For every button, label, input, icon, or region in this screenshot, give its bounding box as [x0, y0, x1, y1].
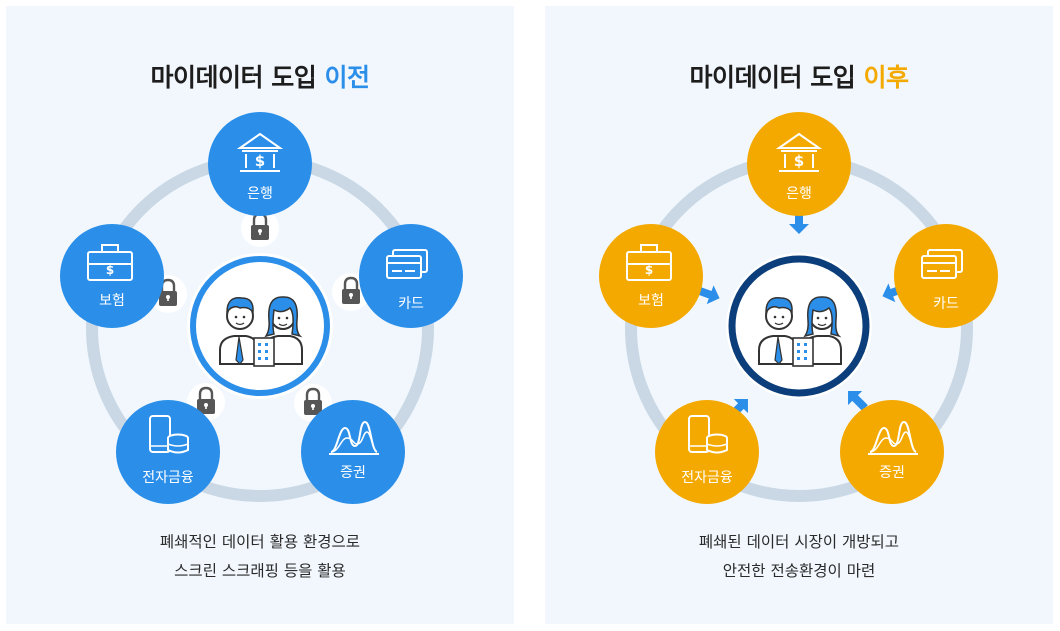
- after-diagram: $: [599, 112, 998, 504]
- after-title-text: 마이데이터 도입: [689, 63, 864, 92]
- node-label-securities: 증권: [340, 465, 366, 481]
- center-people: [187, 253, 333, 399]
- after-title-accent: 이후: [863, 63, 909, 92]
- before-title: 마이데이터 도입 이전: [6, 58, 514, 94]
- node-label-bank: 은행: [247, 186, 273, 202]
- before-caption-line-2: 스크린 스크래핑 등을 활용: [174, 562, 346, 580]
- node-label-card: 카드: [933, 296, 959, 312]
- node-label-securities: 증권: [879, 465, 905, 481]
- after-caption-line-1: 폐쇄된 데이터 시장이 개방되고: [698, 533, 900, 551]
- before-title-accent: 이전: [324, 63, 370, 92]
- after-panel: 마이데이터 도입 이후 $: [545, 6, 1053, 624]
- before-caption: 폐쇄적인 데이터 활용 환경으로 스크린 스크래핑 등을 활용: [6, 528, 514, 586]
- node-insurance: 보험: [60, 224, 164, 328]
- node-bank: 은행: [208, 112, 312, 216]
- before-title-text: 마이데이터 도입: [150, 63, 325, 92]
- after-title: 마이데이터 도입 이후: [545, 58, 1053, 94]
- after-caption: 폐쇄된 데이터 시장이 개방되고 안전한 전송환경이 마련: [545, 528, 1053, 586]
- before-caption-line-1: 폐쇄적인 데이터 활용 환경으로: [159, 533, 361, 551]
- before-diagram: $: [60, 112, 463, 504]
- node-label-bank: 은행: [786, 186, 812, 202]
- node-bank: 은행: [747, 112, 851, 216]
- node-insurance: 보험: [599, 224, 703, 328]
- before-panel: 마이데이터 도입 이전: [6, 6, 514, 624]
- node-label-insurance: 보험: [99, 293, 125, 309]
- node-securities: 증권: [301, 400, 405, 504]
- node-label-efinance: 전자금융: [142, 470, 194, 486]
- node-label-insurance: 보험: [638, 293, 664, 309]
- node-card: 카드: [359, 224, 463, 328]
- node-card: 카드: [894, 224, 998, 328]
- node-label-card: 카드: [398, 296, 424, 312]
- node-efinance: 전자금융: [116, 400, 220, 504]
- node-securities: 증권: [840, 400, 944, 504]
- node-efinance: 전자금융: [655, 400, 759, 504]
- center-people: [726, 253, 872, 399]
- node-label-efinance: 전자금융: [681, 470, 733, 486]
- after-caption-line-2: 안전한 전송환경이 마련: [722, 562, 876, 580]
